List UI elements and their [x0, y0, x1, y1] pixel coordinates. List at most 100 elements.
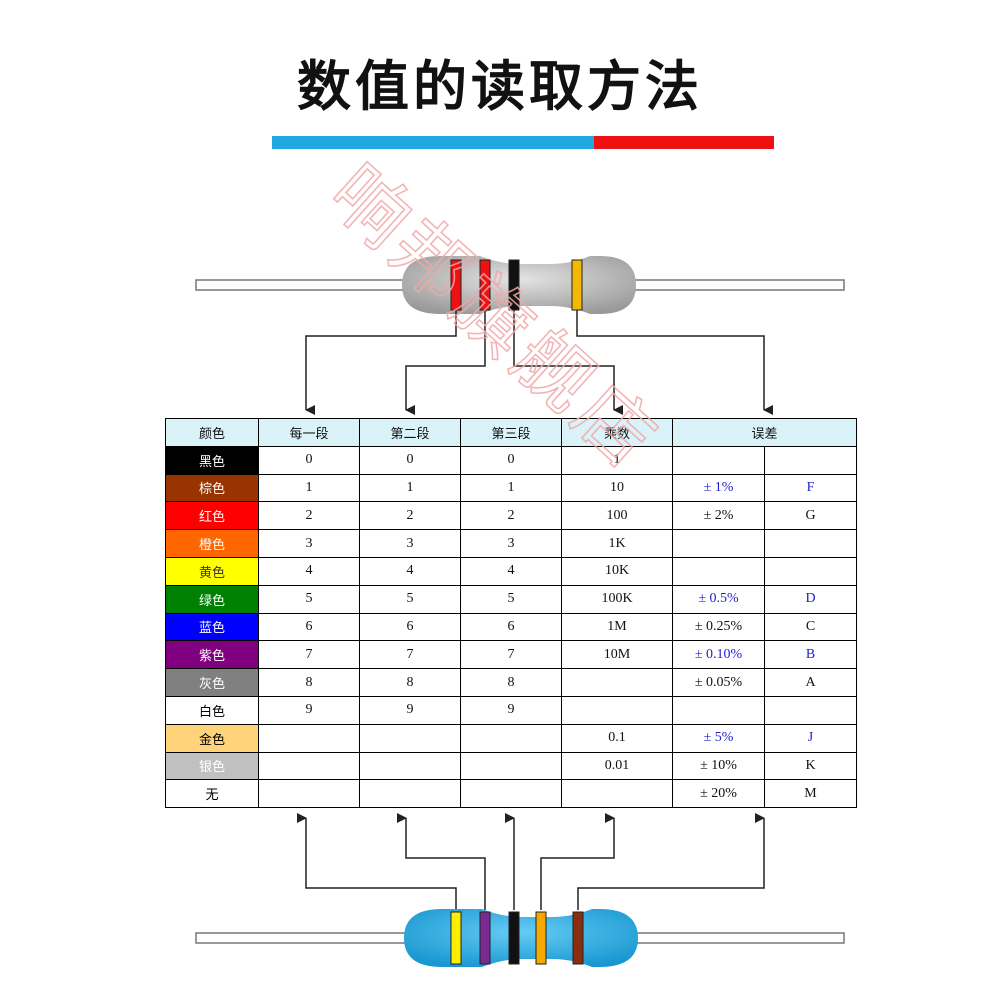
header-tolerance: 误差	[672, 418, 857, 447]
cell-digit-3: 0	[460, 445, 562, 475]
page-title: 数值的读取方法	[297, 55, 703, 118]
cell-tolerance-code: A	[764, 668, 857, 697]
cell-tolerance-code	[764, 445, 857, 475]
cell-digit-2: 1	[359, 473, 461, 503]
cell-multiplier	[561, 668, 673, 697]
cell-digit-2	[359, 779, 461, 809]
leader-band1-to-digit1	[305, 310, 457, 415]
leader-band4-to-tolerance	[576, 310, 773, 415]
cell-digit-2: 6	[359, 612, 461, 642]
cell-tolerance: ± 0.25%	[672, 612, 765, 642]
cell-digit-1	[258, 751, 360, 781]
cell-multiplier: 0.1	[561, 723, 673, 753]
cell-digit-1	[258, 723, 360, 753]
cell-digit-1: 5	[258, 584, 360, 614]
cell-color-name: 银色	[165, 751, 259, 781]
cell-color-name: 无	[165, 779, 259, 809]
leader-bband1-to-digit1	[297, 813, 457, 910]
cell-digit-1: 1	[258, 473, 360, 503]
cell-digit-1: 8	[258, 668, 360, 697]
cell-digit-2: 4	[359, 556, 461, 586]
cell-multiplier	[561, 695, 673, 725]
cell-digit-1: 6	[258, 612, 360, 642]
title-underline-red	[594, 136, 774, 149]
cell-color-name: 灰色	[165, 668, 259, 697]
cell-multiplier: 100K	[561, 584, 673, 614]
cell-tolerance: ± 0.10%	[672, 640, 765, 670]
cell-tolerance-code: F	[764, 473, 857, 503]
cell-multiplier: 1	[561, 445, 673, 475]
bottom-resistor-band-4	[535, 911, 547, 965]
cell-digit-3: 5	[460, 584, 562, 614]
cell-tolerance-code	[764, 529, 857, 558]
header-second-band: 第二段	[359, 418, 461, 447]
table-header-row: 颜色 每一段 第二段 第三段 乘数 误差	[165, 418, 857, 447]
title-underline	[272, 136, 774, 149]
cell-digit-2: 9	[359, 695, 461, 725]
cell-tolerance-code: B	[764, 640, 857, 670]
cell-digit-2	[359, 723, 461, 753]
cell-digit-2	[359, 751, 461, 781]
cell-digit-2: 7	[359, 640, 461, 670]
top-resistor-band-1	[450, 259, 462, 311]
cell-tolerance: ± 0.5%	[672, 584, 765, 614]
top-resistor-band-3	[508, 259, 520, 311]
leader-bband2-to-digit2	[397, 813, 486, 910]
bottom-resistor-body	[404, 909, 638, 967]
cell-multiplier: 1K	[561, 529, 673, 558]
leader-bband5-to-tolerance	[577, 813, 765, 910]
bottom-leader-lines	[297, 813, 765, 910]
bottom-resistor-band-1	[450, 911, 462, 965]
cell-tolerance: ± 5%	[672, 723, 765, 753]
cell-digit-1: 9	[258, 695, 360, 725]
cell-color-name: 红色	[165, 501, 259, 531]
bottom-resistor-band-3	[508, 911, 520, 965]
cell-multiplier: 1M	[561, 612, 673, 642]
cell-tolerance-code: K	[764, 751, 857, 781]
cell-digit-2: 2	[359, 501, 461, 531]
header-color: 颜色	[165, 418, 259, 447]
bottom-resistor-band-5	[572, 911, 584, 965]
cell-color-name: 蓝色	[165, 612, 259, 642]
cell-digit-3: 2	[460, 501, 562, 531]
cell-color-name: 黄色	[165, 556, 259, 586]
cell-tolerance-code: J	[764, 723, 857, 753]
cell-multiplier: 10M	[561, 640, 673, 670]
cell-multiplier: 10K	[561, 556, 673, 586]
cell-color-name: 绿色	[165, 584, 259, 614]
table-row: 无± 20%M	[165, 779, 857, 809]
cell-tolerance: ± 20%	[672, 779, 765, 809]
cell-digit-3	[460, 751, 562, 781]
cell-digit-2: 3	[359, 529, 461, 558]
cell-color-name: 金色	[165, 723, 259, 753]
top-resistor	[195, 256, 845, 314]
cell-tolerance-code: D	[764, 584, 857, 614]
cell-tolerance	[672, 556, 765, 586]
cell-multiplier: 0.01	[561, 751, 673, 781]
bottom-resistor-band-2	[479, 911, 491, 965]
cell-tolerance-code	[764, 695, 857, 725]
cell-digit-3: 7	[460, 640, 562, 670]
header-third-band: 第三段	[460, 418, 562, 447]
cell-digit-1: 0	[258, 445, 360, 475]
header-first-band: 每一段	[258, 418, 360, 447]
cell-tolerance	[672, 695, 765, 725]
cell-tolerance	[672, 445, 765, 475]
cell-color-name: 黑色	[165, 445, 259, 475]
cell-color-name: 橙色	[165, 529, 259, 558]
table-row: 金色 0.1± 5%J	[165, 723, 857, 753]
cell-digit-3: 1	[460, 473, 562, 503]
cell-digit-3: 3	[460, 529, 562, 558]
cell-digit-3: 9	[460, 695, 562, 725]
cell-tolerance: ± 1%	[672, 473, 765, 503]
cell-tolerance-code: C	[764, 612, 857, 642]
cell-color-name: 紫色	[165, 640, 259, 670]
